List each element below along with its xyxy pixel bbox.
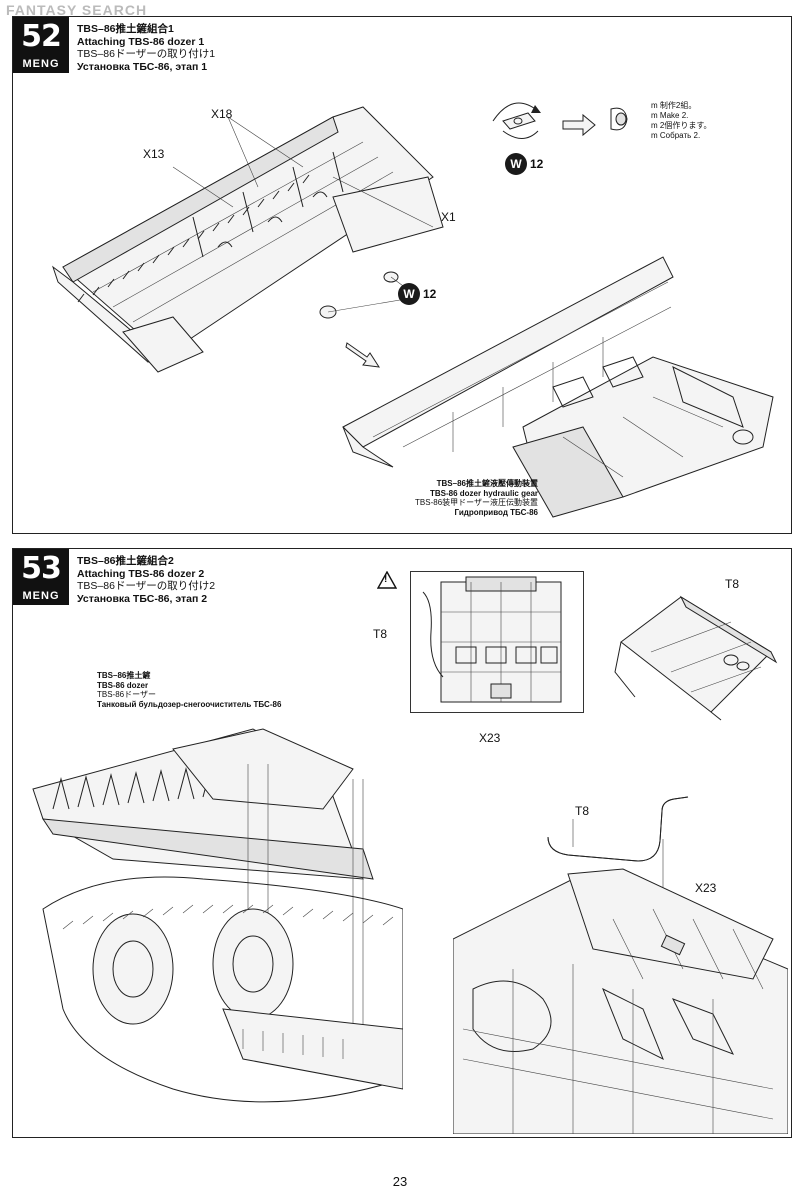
title-zh: TBS–86推土鏟組合2 <box>77 555 174 567</box>
step-number: 53 <box>21 551 62 586</box>
title-ja: TBS–86ドーザーの取り付け1 <box>77 48 216 60</box>
page-number: 23 <box>392 1174 408 1189</box>
dozer-callout: TBS–86推土鏟 TBS-86 dozer TBS-86ドーザー Танков… <box>97 671 281 709</box>
title-en: Attaching TBS-86 dozer 1 <box>77 35 205 48</box>
hydraulic-gear-callout: TBS–86推土鏟液壓傳動裝置 TBS-86 dozer hydraulic g… <box>348 479 538 517</box>
title-ja: TBS–86ドーザーの取り付け2 <box>77 580 216 592</box>
callout-ru: Гидропривод ТБС-86 <box>454 507 538 517</box>
w-part-number-top: 12 <box>530 157 544 171</box>
step-53-titles: TBS–86推土鏟組合2 Attaching TBS-86 dozer 2 TB… <box>77 555 215 605</box>
brand-logo: MENG <box>22 590 60 602</box>
watermark: FANTASY SEARCH <box>6 2 148 18</box>
w-part-badge: W <box>398 283 420 305</box>
inset-underside-view <box>410 571 584 713</box>
step-52-panel: 52 MENG TBS–86推土鏟組合1 Attaching TBS-86 do… <box>12 16 792 534</box>
callout-ja: TBS-86装甲ドーザー液圧伝動装置 <box>415 498 538 507</box>
callout-zh: TBS–86推土鏟液壓傳動裝置 <box>436 479 538 488</box>
part-label-x23-left: X23 <box>479 731 501 745</box>
callout-zh: TBS–86推土鏟 <box>97 671 151 680</box>
note-bullet: m <box>651 131 658 140</box>
dozer-blade-drawing <box>52 106 444 373</box>
part-label-t8-left: T8 <box>373 627 388 641</box>
note-zh: 制作2組。 <box>659 101 697 110</box>
make-two-notes: m 制作2組。 m Make 2. m 2個作ります。 m Собрать 2. <box>651 101 712 141</box>
step-number: 52 <box>21 19 62 54</box>
part-label-x1: X1 <box>441 210 456 224</box>
underside-drawing <box>422 576 562 703</box>
assembly-arrow <box>345 342 380 368</box>
note-ru: Собрать 2. <box>659 131 701 140</box>
bracket-detail-drawing <box>492 102 628 139</box>
callout-ru: Танковый бульдозер-снегоочиститель ТБС-8… <box>97 699 282 709</box>
callout-en: TBS-86 dozer <box>97 680 149 690</box>
note-ja: 2個作ります。 <box>659 121 712 130</box>
warning-icon <box>377 571 397 589</box>
part-label-x23-right: X23 <box>695 881 717 895</box>
title-zh: TBS–86推土鏟組合1 <box>77 23 174 35</box>
callout-en: TBS-86 dozer hydraulic gear <box>429 488 538 498</box>
warning-mark: ! <box>384 574 388 585</box>
note-bullet: m <box>651 101 658 110</box>
w-part-badge-top: W <box>505 153 527 175</box>
title-ru: Установка ТБС-86, этап 1 <box>77 60 208 73</box>
hydraulic-gear-drawing <box>342 256 774 518</box>
callout-ja: TBS-86ドーザー <box>97 690 156 699</box>
title-en: Attaching TBS-86 dozer 2 <box>77 567 205 580</box>
step-53-badge: 53 MENG <box>13 549 69 605</box>
note-bullet: m <box>651 121 658 130</box>
inset-blade-view <box>610 581 780 723</box>
part-label-x18: X18 <box>211 107 233 121</box>
pipe-install-drawing <box>453 796 788 1134</box>
step-52-titles: TBS–86推土鏟組合1 Attaching TBS-86 dozer 1 TB… <box>77 23 215 73</box>
w-part-number: 12 <box>423 287 437 301</box>
blade-top-drawing <box>614 595 778 721</box>
step-53-panel: 53 MENG TBS–86推土鏟組合2 Attaching TBS-86 do… <box>12 548 792 1138</box>
note-bullet: m <box>651 111 658 120</box>
part-label-t8-pipe: T8 <box>575 804 590 818</box>
part-label-x13: X13 <box>143 147 165 161</box>
part-label-t8-right: T8 <box>725 577 740 591</box>
step-52-badge: 52 MENG <box>13 17 69 73</box>
title-ru: Установка ТБС-86, этап 2 <box>77 592 208 605</box>
dozer-mount-drawing <box>32 728 403 1103</box>
brand-logo: MENG <box>22 58 60 70</box>
note-en: Make 2. <box>659 111 689 120</box>
